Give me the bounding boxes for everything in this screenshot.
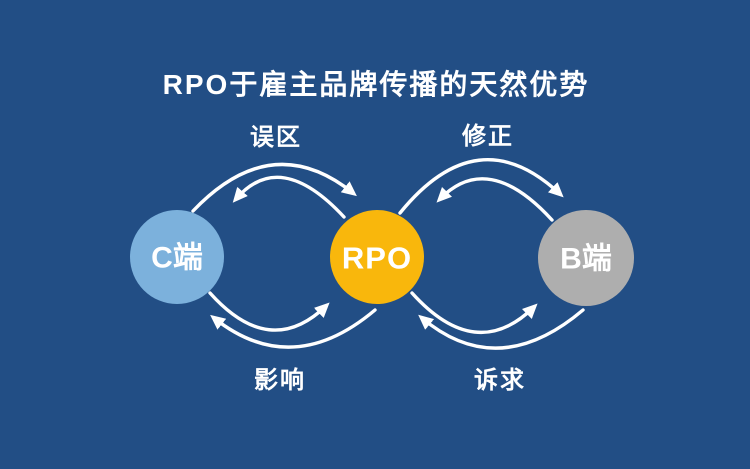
arrow-rpo-to-b-bottom [410, 291, 538, 335]
arrow-rpo-to-b-top [398, 158, 564, 215]
arrow-c-to-rpo-bottom [208, 291, 330, 332]
relation-label-top-right: 修正 [461, 123, 514, 150]
relation-label-top-left: 误区 [250, 124, 302, 151]
relation-label-bottom-right: 诉求 [474, 367, 526, 394]
node-rpo-label: RPO [342, 241, 412, 276]
arrow-b-to-rpo-bottom [418, 308, 585, 350]
node-rpo-circle [330, 210, 424, 304]
arrow-c-to-rpo-top [191, 162, 357, 213]
arrow-b-to-rpo-top [436, 177, 554, 222]
node-c-label: C端 [151, 242, 203, 275]
node-b-circle [538, 210, 634, 306]
node-b-label: B端 [560, 243, 612, 276]
arrow-rpo-to-c-bottom [210, 308, 377, 349]
relation-label-bottom-left: 影响 [254, 366, 306, 394]
node-c-circle [130, 210, 224, 304]
arrow-rpo-to-c-top [232, 175, 346, 219]
diagram-title: RPO于雇主品牌传播的天然优势 [163, 68, 590, 100]
